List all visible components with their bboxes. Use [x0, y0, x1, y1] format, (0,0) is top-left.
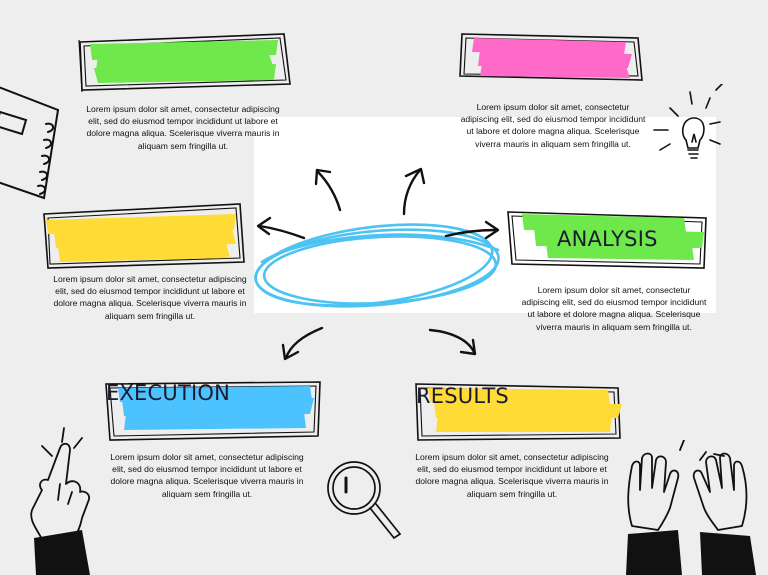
- arrow-up-right: [402, 168, 422, 216]
- arrow-down-left: [284, 326, 324, 360]
- node-analysis-title: ANALYSIS: [557, 227, 658, 251]
- node-results-title: RESULTS: [416, 384, 509, 408]
- pointing-hand-icon: [30, 427, 90, 575]
- highlight-frame: [78, 33, 291, 93]
- node-middle-left-text: Lorem ipsum dolor sit amet, consectetur …: [53, 274, 247, 321]
- raised-hands-icon: [626, 440, 756, 575]
- magnifier-icon: [327, 461, 402, 540]
- node-top-right: [458, 30, 646, 88]
- notebook-icon: [0, 86, 60, 200]
- node-execution: [104, 380, 324, 444]
- highlight-frame: [415, 383, 622, 441]
- node-top-left: [78, 28, 292, 94]
- node-execution-text: Lorem ipsum dolor sit amet, consectetur …: [110, 452, 304, 499]
- node-results-text: Lorem ipsum dolor sit amet, consectetur …: [415, 452, 609, 499]
- node-top-left-text: Lorem ipsum dolor sit amet, consectetur …: [86, 104, 280, 151]
- node-top-right-text: Lorem ipsum dolor sit amet, consectetur …: [460, 102, 646, 149]
- arrow-down-right: [428, 328, 476, 354]
- node-middle-left: [40, 202, 246, 270]
- highlight-frame: [105, 381, 321, 441]
- node-analysis-text: Lorem ipsum dolor sit amet, consectetur …: [521, 285, 707, 332]
- highlight-frame: [507, 211, 707, 269]
- arrow-left: [258, 224, 306, 240]
- node-results: [414, 382, 624, 444]
- highlight-frame: [43, 203, 245, 269]
- lightbulb-icon: [653, 84, 723, 159]
- arrow-right: [444, 228, 498, 238]
- center-ring: [254, 223, 500, 308]
- arrow-up-left: [316, 170, 342, 212]
- node-analysis: [506, 210, 710, 272]
- node-execution-title: EXECUTION: [106, 381, 231, 405]
- highlight-frame: [459, 33, 643, 81]
